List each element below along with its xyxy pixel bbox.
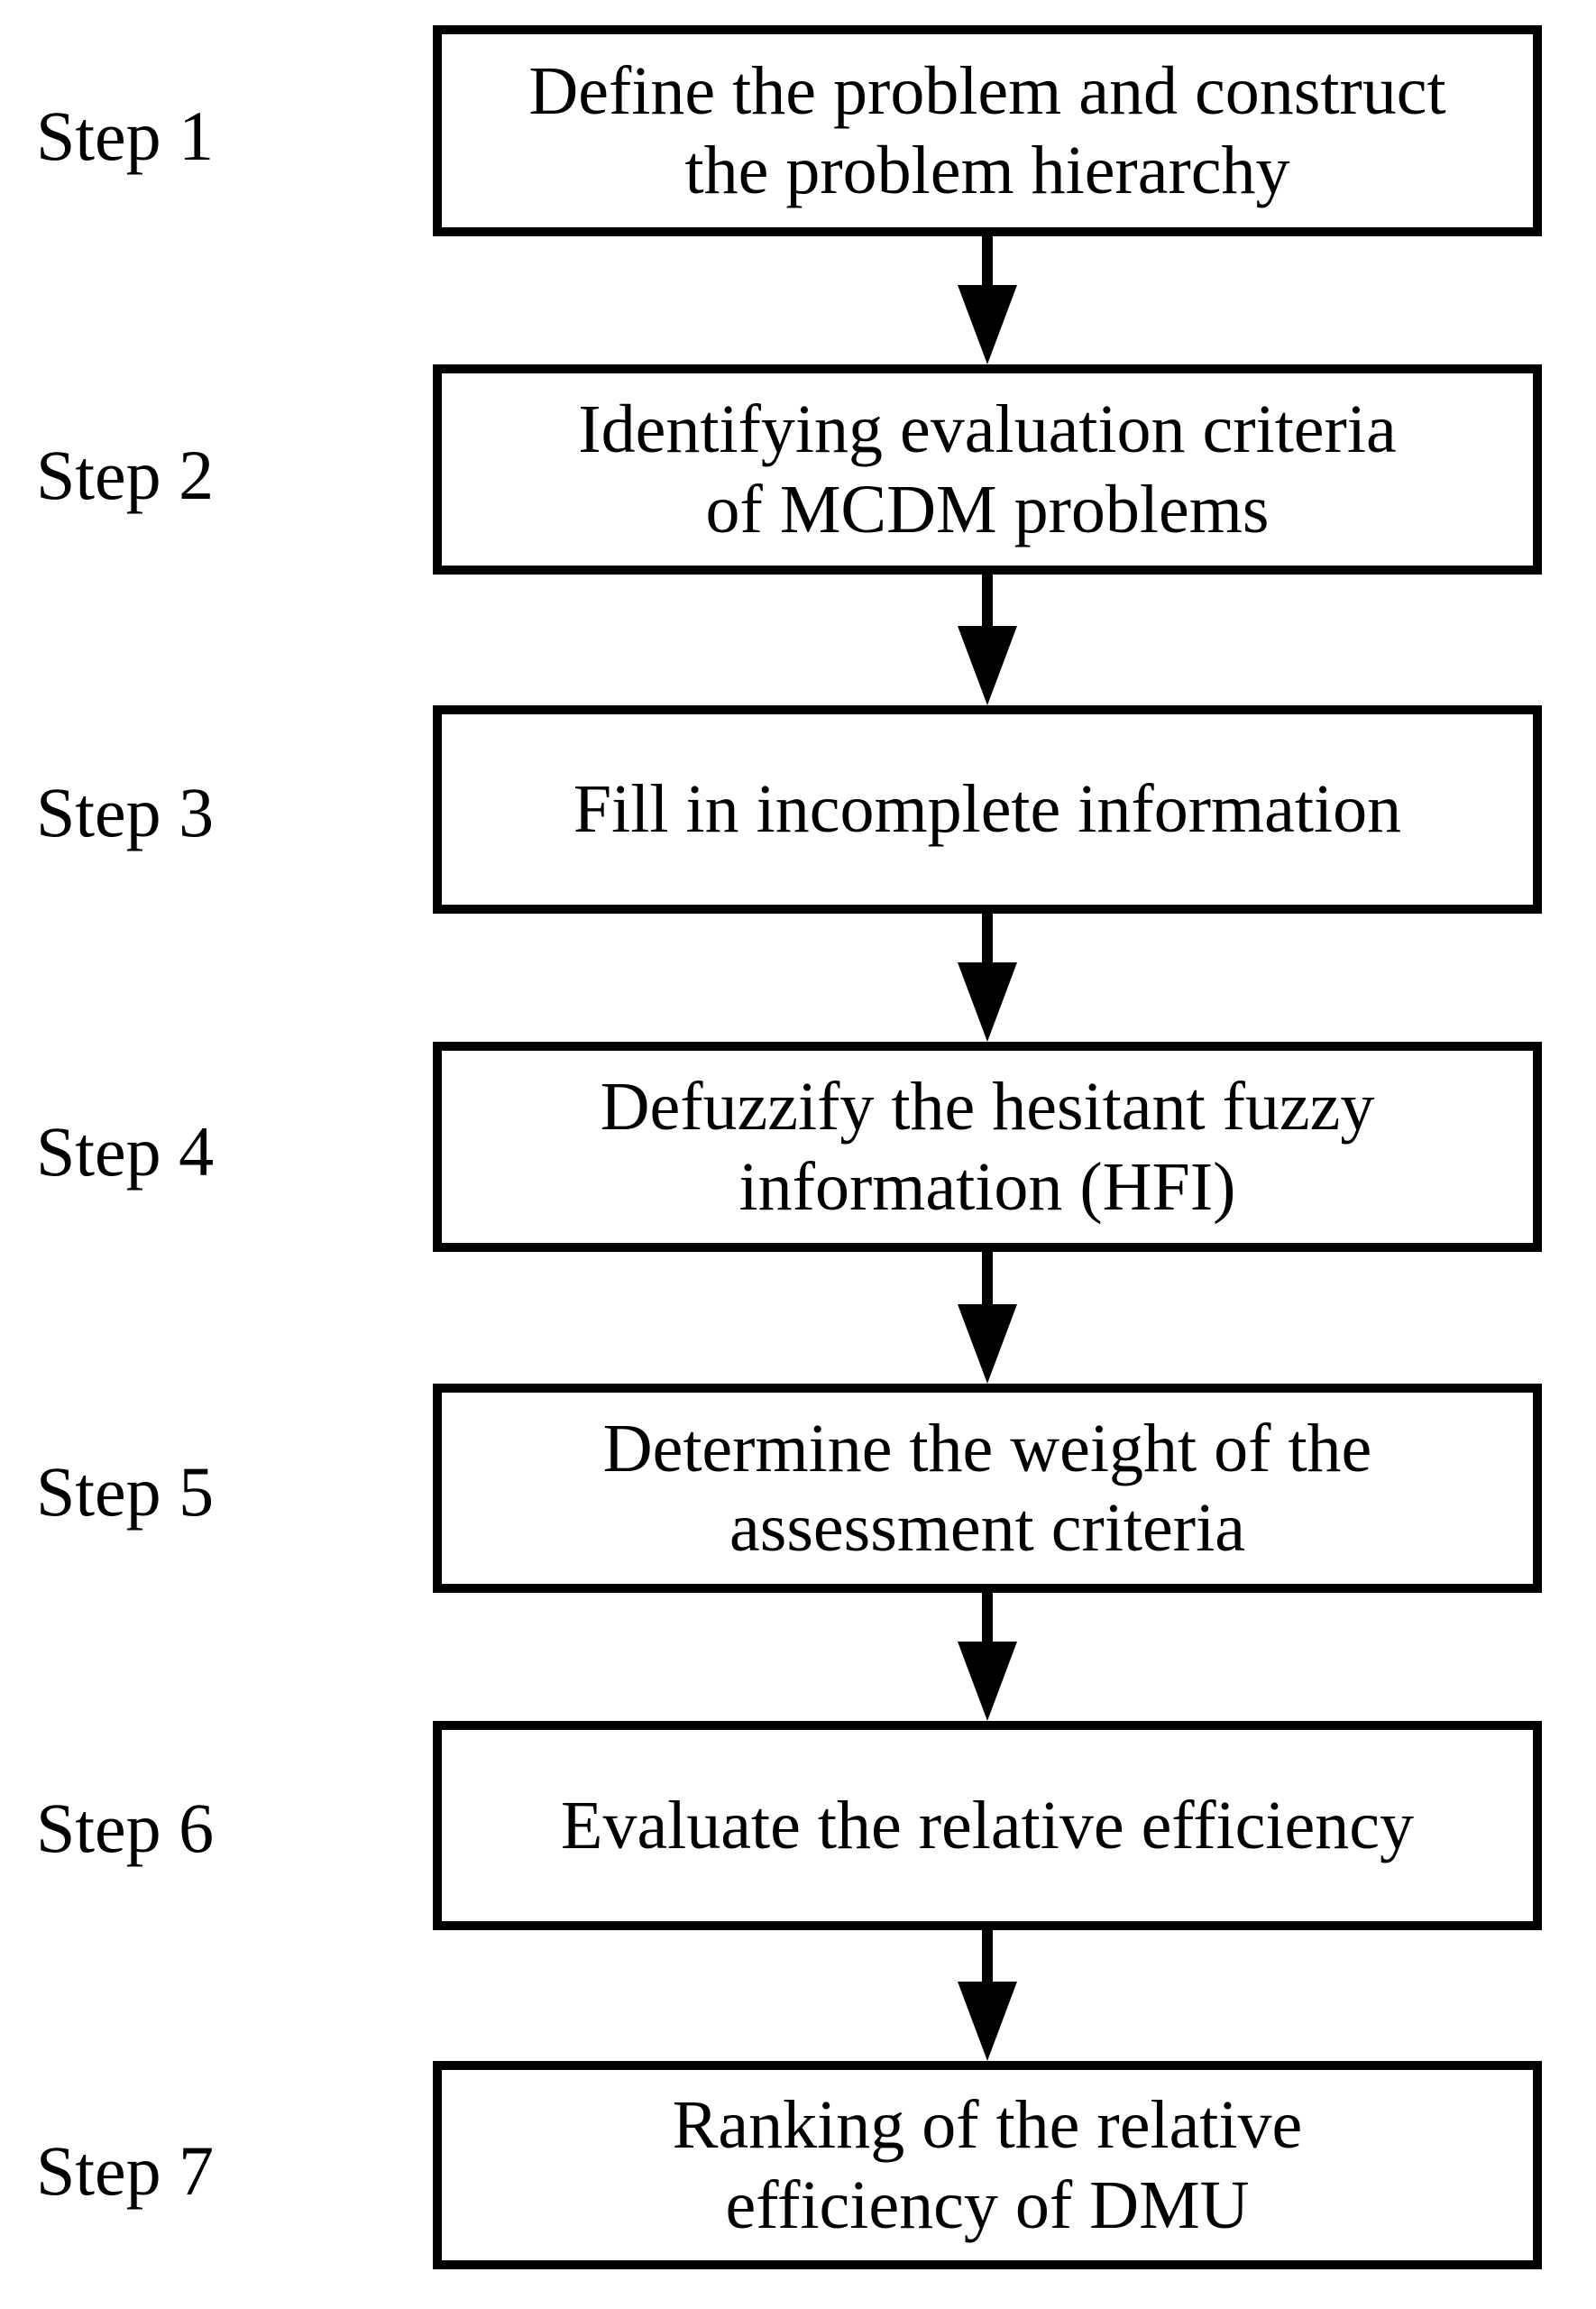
process-box-step-6: Evaluate the relative efficiency <box>433 1721 1542 1930</box>
step-label-1: Step 1 <box>36 97 215 175</box>
process-box-step-3: Fill in incomplete information <box>433 705 1542 914</box>
process-box-step-2-line-2: of MCDM problems <box>705 471 1270 547</box>
arrow-shaft <box>982 1930 993 1982</box>
down-arrow-icon <box>958 626 1017 705</box>
process-box-step-5-line-1: Determine the weight of the <box>602 1410 1372 1486</box>
step-label-7: Step 7 <box>36 2131 215 2210</box>
step-label-3: Step 3 <box>36 773 215 851</box>
down-arrow-icon <box>958 1982 1017 2061</box>
process-box-step-1-line-1: Define the problem and construct <box>528 52 1446 129</box>
process-box-step-4: Defuzzify the hesitant fuzzy information… <box>433 1042 1542 1252</box>
down-arrow-icon <box>958 962 1017 1042</box>
arrow-step1-to-step2 <box>958 236 1017 364</box>
arrow-step6-to-step7 <box>958 1930 1017 2061</box>
process-box-step-4-line-1: Defuzzify the hesitant fuzzy <box>600 1069 1375 1145</box>
process-box-step-7: Ranking of the relative efficiency of DM… <box>433 2061 1542 2269</box>
step-label-4: Step 4 <box>36 1112 215 1191</box>
process-box-step-5: Determine the weight of the assessment c… <box>433 1384 1542 1593</box>
process-box-step-6-line-1: Evaluate the relative efficiency <box>561 1787 1414 1863</box>
process-box-step-5-line-2: assessment criteria <box>729 1490 1245 1566</box>
arrow-shaft <box>982 236 993 285</box>
arrow-shaft <box>982 1593 993 1642</box>
arrow-step2-to-step3 <box>958 575 1017 705</box>
process-box-step-2: Identifying evaluation criteria of MCDM … <box>433 364 1542 575</box>
arrow-step4-to-step5 <box>958 1252 1017 1384</box>
process-box-step-1: Define the problem and construct the pro… <box>433 25 1542 236</box>
process-box-step-7-line-2: efficiency of DMU <box>725 2166 1250 2243</box>
arrow-shaft <box>982 914 993 962</box>
step-label-6: Step 6 <box>36 1789 215 1867</box>
process-box-step-7-line-1: Ranking of the relative <box>672 2087 1303 2164</box>
process-box-step-1-line-2: the problem hierarchy <box>684 133 1290 208</box>
step-label-2: Step 2 <box>36 436 215 514</box>
arrow-shaft <box>982 575 993 626</box>
arrow-shaft <box>982 1252 993 1304</box>
arrow-step3-to-step4 <box>958 914 1017 1042</box>
down-arrow-icon <box>958 1304 1017 1384</box>
process-box-step-3-line-1: Fill in incomplete information <box>573 771 1402 848</box>
process-box-step-4-line-2: information (HFI) <box>738 1148 1236 1225</box>
down-arrow-icon <box>958 285 1017 364</box>
down-arrow-icon <box>958 1642 1017 1721</box>
step-label-5: Step 5 <box>36 1452 215 1531</box>
arrow-step5-to-step6 <box>958 1593 1017 1721</box>
process-box-step-2-line-1: Identifying evaluation criteria <box>578 391 1397 468</box>
